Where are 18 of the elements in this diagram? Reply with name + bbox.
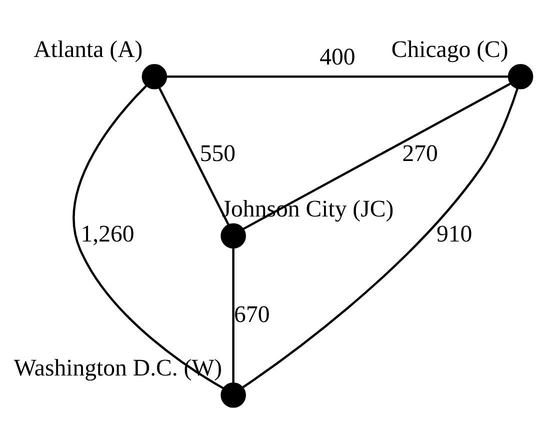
edge-label: 550: [200, 140, 236, 167]
node-label: Atlanta (A): [34, 36, 143, 63]
connector: [72, 84, 224, 389]
node-circle: [220, 382, 246, 408]
edge-label: 1,260: [80, 221, 134, 248]
connector: [242, 87, 519, 388]
node-circle: [142, 64, 168, 89]
connector: [166, 75, 508, 78]
edge-label: 270: [402, 140, 438, 167]
edge-label: 400: [320, 44, 356, 70]
edge-label: 670: [234, 301, 270, 328]
node-label: Chicago (C): [391, 36, 508, 63]
node-circle: [220, 222, 246, 248]
connector: [242, 82, 511, 230]
connector: [158, 86, 230, 225]
edge-label: 910: [436, 221, 472, 248]
node-circle: [508, 64, 534, 89]
connector: [232, 248, 234, 382]
